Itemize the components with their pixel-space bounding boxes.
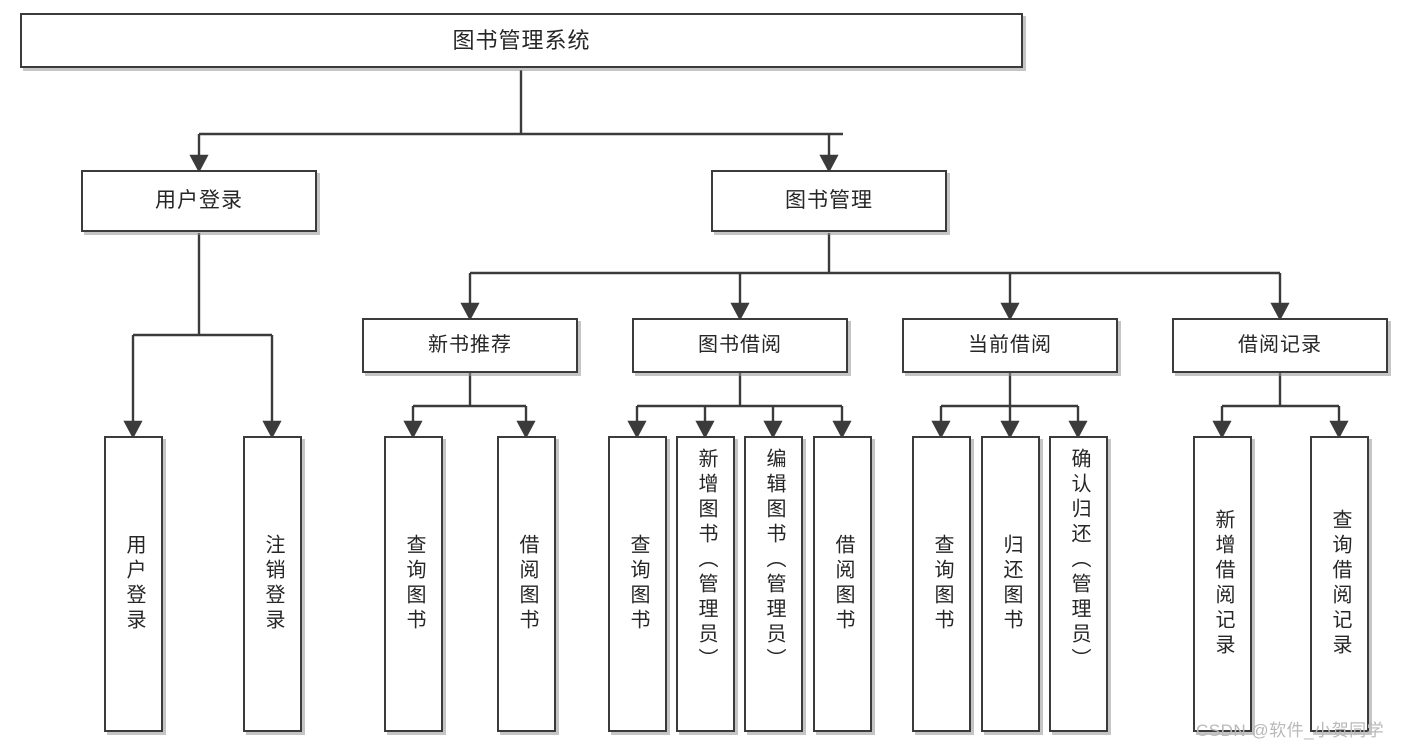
- node-root-book-management-system[interactable]: 图书管理系统: [20, 13, 1023, 68]
- node-label: 当前借阅: [968, 334, 1052, 356]
- node-leaf-borrow-book-bb[interactable]: 借阅图书: [813, 436, 872, 732]
- node-leaf-query-borrow-record[interactable]: 查询借阅记录: [1310, 436, 1369, 732]
- node-leaf-logout[interactable]: 注销登录: [243, 436, 302, 732]
- node-current-borrowing[interactable]: 当前借阅: [902, 318, 1118, 373]
- node-leaf-add-book-admin[interactable]: 新增图书（管理员）: [676, 436, 735, 732]
- node-label: 新增图书（管理员）: [695, 448, 717, 673]
- node-leaf-user-login[interactable]: 用户登录: [104, 436, 163, 732]
- node-label: 查询图书: [403, 534, 425, 634]
- node-book-management[interactable]: 图书管理: [711, 170, 947, 232]
- node-label: 确认归还（管理员）: [1068, 448, 1090, 673]
- node-label: 借阅图书: [832, 534, 854, 634]
- node-leaf-add-borrow-record[interactable]: 新增借阅记录: [1193, 436, 1252, 732]
- node-leaf-query-book-bb[interactable]: 查询图书: [608, 436, 667, 732]
- node-borrowing-record[interactable]: 借阅记录: [1172, 318, 1388, 373]
- node-label: 编辑图书（管理员）: [763, 448, 785, 673]
- node-new-book-recommendation[interactable]: 新书推荐: [362, 318, 578, 373]
- node-leaf-borrow-book-nbr[interactable]: 借阅图书: [497, 436, 556, 732]
- node-label: 图书管理: [785, 188, 873, 212]
- node-leaf-edit-book-admin[interactable]: 编辑图书（管理员）: [744, 436, 803, 732]
- node-book-borrowing[interactable]: 图书借阅: [632, 318, 848, 373]
- node-label: 查询借阅记录: [1329, 509, 1351, 659]
- node-label: 查询图书: [627, 534, 649, 634]
- node-label: 新书推荐: [428, 334, 512, 356]
- node-label: 用户登录: [155, 188, 243, 212]
- node-label: 归还图书: [1000, 534, 1022, 634]
- node-label: 查询图书: [931, 534, 953, 634]
- watermark-text: CSDN @软件_小贺同学: [1196, 721, 1385, 740]
- node-leaf-confirm-return-admin[interactable]: 确认归还（管理员）: [1049, 436, 1108, 732]
- node-leaf-query-book-cb[interactable]: 查询图书: [912, 436, 971, 732]
- node-label: 图书管理系统: [452, 27, 591, 53]
- node-label: 注销登录: [262, 534, 284, 634]
- node-label: 新增借阅记录: [1212, 509, 1234, 659]
- node-label: 图书借阅: [698, 334, 782, 356]
- node-leaf-query-book-nbr[interactable]: 查询图书: [384, 436, 443, 732]
- node-label: 借阅图书: [516, 534, 538, 634]
- node-user-login[interactable]: 用户登录: [81, 170, 317, 232]
- node-label: 借阅记录: [1238, 334, 1322, 356]
- node-label: 用户登录: [123, 534, 145, 634]
- node-leaf-return-book[interactable]: 归还图书: [981, 436, 1040, 732]
